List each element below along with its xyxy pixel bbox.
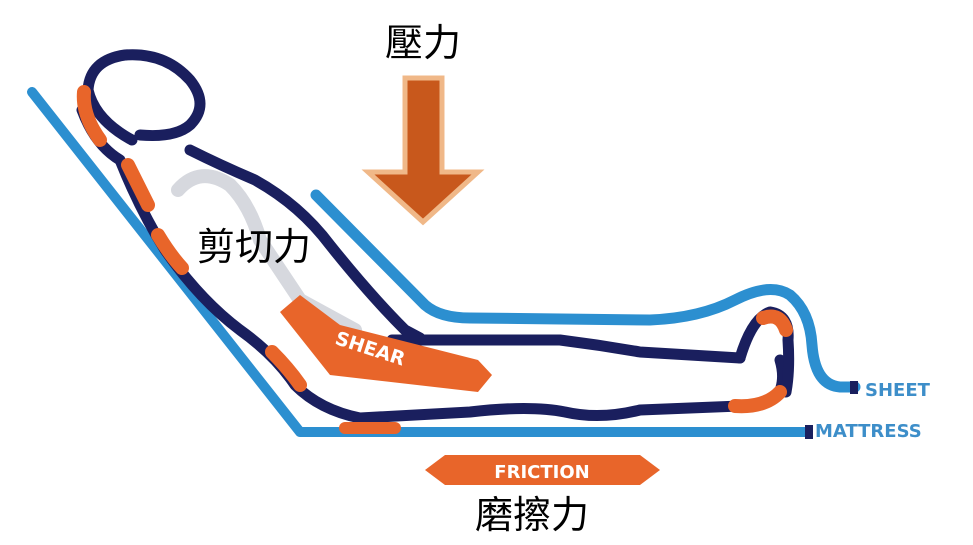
mattress bbox=[27, 87, 813, 439]
sheet bbox=[310, 189, 861, 394]
sheet-label: SHEET bbox=[865, 380, 931, 401]
thigh-top bbox=[386, 334, 746, 364]
pressure-zh-label: 壓力 bbox=[385, 21, 461, 65]
mattress-line bbox=[27, 87, 813, 437]
friction-banner: FRICTION bbox=[425, 455, 660, 485]
friction-en-label: FRICTION bbox=[494, 462, 589, 483]
pressure-zone-toe bbox=[756, 309, 793, 337]
sheet-line-end bbox=[850, 381, 858, 394]
shear-zh-label: 剪切力 bbox=[197, 225, 311, 269]
pressure-zone-mid-back bbox=[151, 228, 189, 275]
mattress-label: MATTRESS bbox=[815, 421, 922, 442]
pressure-zone-shoulder bbox=[121, 158, 155, 212]
pressure-arrow-shape bbox=[361, 75, 485, 226]
head bbox=[82, 49, 206, 146]
pressure-zone-head bbox=[76, 85, 107, 147]
front-torso bbox=[184, 144, 426, 344]
mattress-line-end bbox=[805, 425, 813, 439]
pressure-arrow bbox=[361, 75, 485, 226]
friction-banner-shape bbox=[425, 455, 660, 485]
back-skin-inner bbox=[171, 169, 362, 337]
pressure-zones bbox=[76, 85, 793, 434]
pressure-zone-sacrum bbox=[265, 345, 307, 392]
sheet-line bbox=[310, 189, 861, 393]
shear-banner-shape bbox=[280, 295, 492, 392]
pressure-zone-heel bbox=[728, 385, 787, 414]
friction-zh-label: 磨擦力 bbox=[475, 493, 589, 537]
